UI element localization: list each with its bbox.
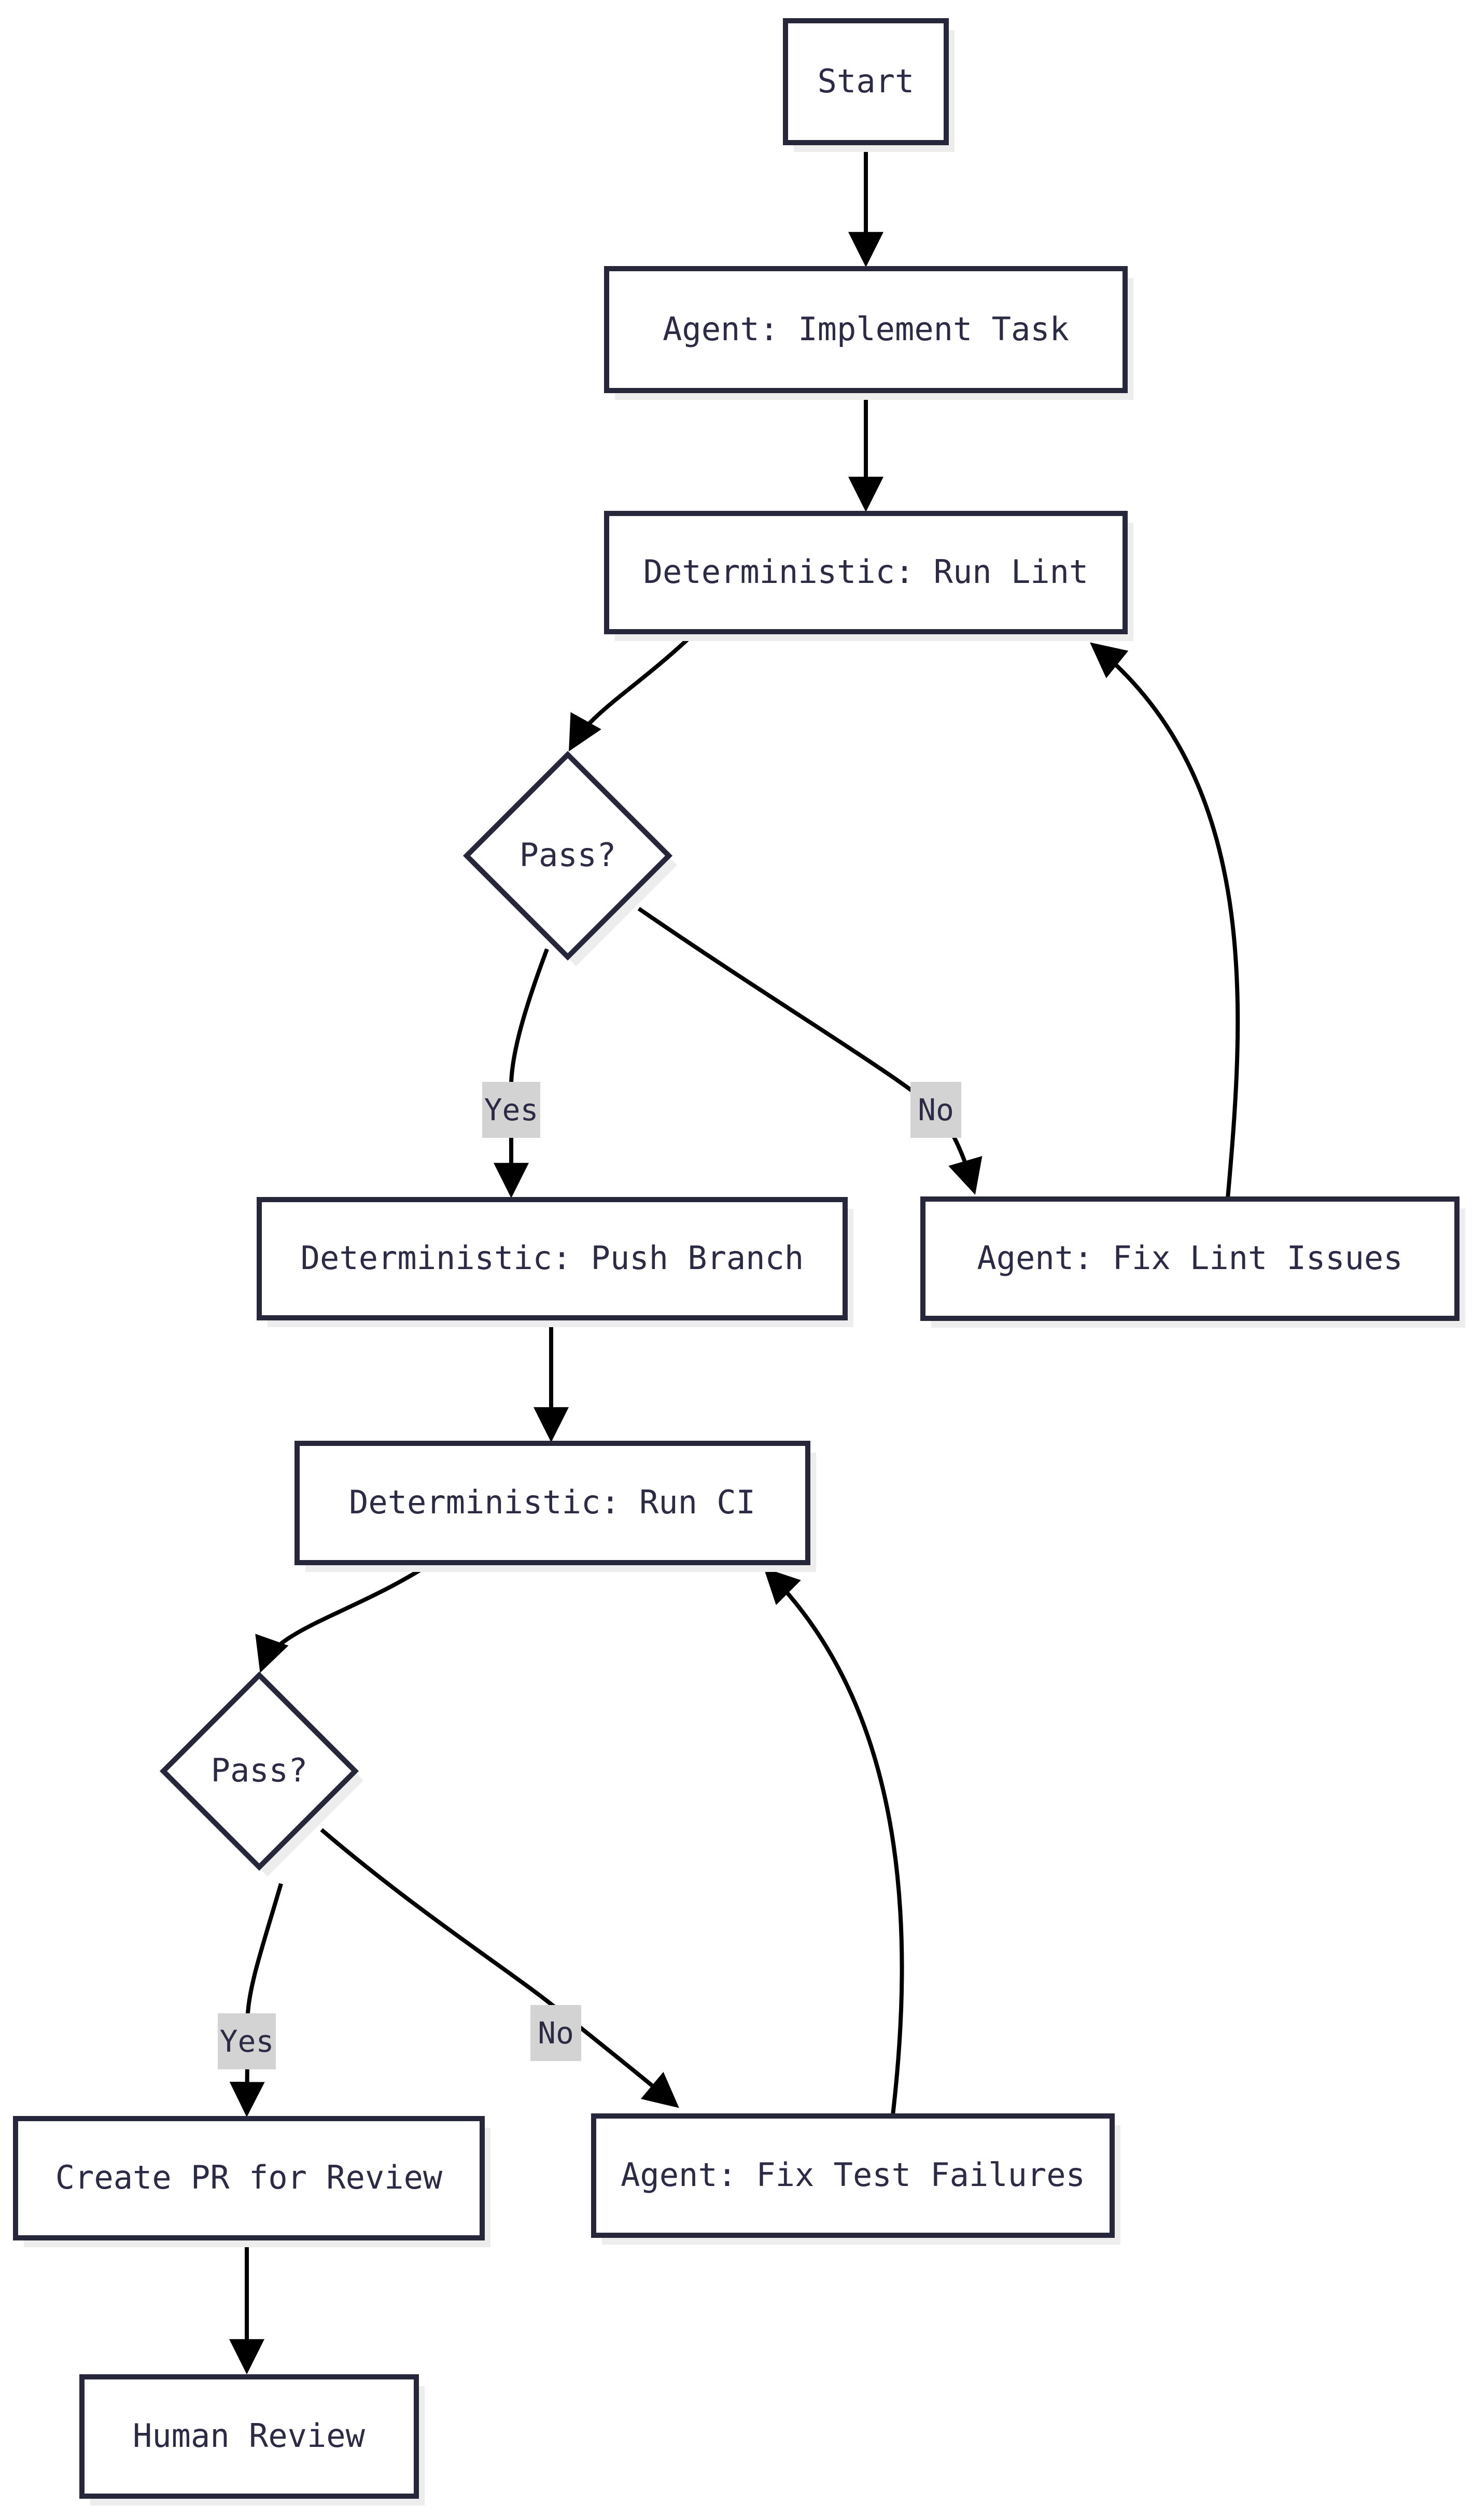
ci-pass-diamond — [159, 1671, 359, 1871]
fix-test-failures-label: Agent: Fix Test Failures — [621, 2156, 1085, 2194]
edge-cipass-no — [320, 1828, 679, 2108]
edge-fixlint-return-to-runlint — [1090, 642, 1240, 1199]
node-run-ci: Deterministic: Run CI — [294, 1441, 810, 1565]
lint-no-label-bg — [910, 1082, 961, 1138]
node-implement-task: Agent: Implement Task — [604, 266, 1128, 393]
ci-no-label-bg — [530, 2005, 581, 2061]
lint-pass-diamond — [462, 750, 673, 961]
run-lint-box — [604, 511, 1128, 634]
lint-yes-label-bg — [482, 1082, 540, 1138]
lint-no-label: No — [918, 1092, 954, 1127]
node-start: Start — [783, 18, 949, 145]
node-run-lint: Deterministic: Run Lint — [604, 511, 1128, 634]
node-human-review: Human Review — [79, 2374, 419, 2499]
create-pr-box — [13, 2116, 485, 2240]
start-box — [783, 18, 949, 145]
node-fix-test-failures: Agent: Fix Test Failures — [591, 2113, 1115, 2238]
edges-layer — [229, 144, 1240, 2375]
node-ci-pass-decision: Pass? — [159, 1671, 359, 1871]
edge-label-lint-no: No — [910, 1082, 961, 1138]
push-branch-label: Deterministic: Push Branch — [301, 1239, 804, 1277]
edge-label-lint-yes: Yes — [482, 1082, 540, 1138]
start-label: Start — [818, 62, 915, 100]
node-lint-pass-decision: Pass? — [462, 750, 673, 961]
ci-yes-label: Yes — [220, 2024, 274, 2059]
run-ci-box — [294, 1441, 810, 1565]
edge-label-ci-yes: Yes — [218, 2013, 276, 2069]
edge-lintpass-yes — [494, 948, 549, 1199]
ci-no-label: No — [538, 2015, 574, 2051]
run-lint-label: Deterministic: Run Lint — [643, 553, 1089, 591]
edge-cipass-yes — [229, 1883, 283, 2118]
fix-test-failures-box — [591, 2113, 1115, 2238]
node-create-pr: Create PR for Review — [13, 2116, 485, 2240]
edge-runlint-to-lintpass — [569, 631, 696, 751]
edge-label-ci-no: No — [530, 2005, 581, 2061]
fix-lint-issues-label: Agent: Fix Lint Issues — [977, 1239, 1402, 1277]
create-pr-label: Create PR for Review — [55, 2159, 443, 2196]
lint-pass-label: Pass? — [520, 836, 616, 874]
ci-pass-label: Pass? — [211, 1751, 308, 1789]
edge-runci-to-cipass — [255, 1562, 432, 1673]
implement-task-label: Agent: Implement Task — [663, 310, 1069, 348]
edge-fixtests-return-to-runci — [763, 1567, 904, 2115]
human-review-label: Human Review — [133, 2417, 366, 2455]
run-ci-label: Deterministic: Run CI — [349, 1483, 755, 1521]
edge-lintpass-no — [637, 907, 983, 1195]
fix-lint-issues-box — [920, 1196, 1460, 1321]
lint-yes-label: Yes — [484, 1092, 539, 1127]
node-push-branch: Deterministic: Push Branch — [257, 1197, 848, 1320]
ci-yes-label-bg — [218, 2013, 276, 2069]
human-review-box — [79, 2374, 419, 2499]
implement-task-box — [604, 266, 1128, 393]
node-fix-lint-issues: Agent: Fix Lint Issues — [920, 1196, 1460, 1321]
push-branch-box — [257, 1197, 848, 1320]
